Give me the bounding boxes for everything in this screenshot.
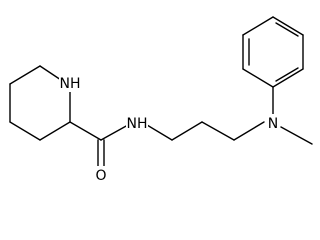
molecule-diagram: NH NH O N [9,16,313,184]
atom-label-carbonyl-o: O [95,168,106,184]
bond-ph3-ph4 [242,16,274,36]
bond-n-methyl [280,126,313,145]
bond-ch2c-n [233,121,265,141]
atom-labels: NH NH O N [59,74,280,184]
atom-label-amine-n: N [268,116,278,132]
bond-ch2a-ch2b [171,121,203,141]
bond-ph6-ph1 [272,68,304,88]
bond-ch2b-ch2c [201,121,235,141]
structure-canvas: NH NH O N [9,16,313,184]
bond-ph1-ph2 [242,68,274,88]
propyl-chain [146,121,265,141]
bond-c2-c3 [9,65,41,85]
bond-amide-n-ch2a [146,124,173,141]
bond-c5-c6 [39,121,71,141]
bond-phenyl-inner-3 [275,67,299,82]
carboxamide-group [69,121,129,167]
bond-phenyl-inner-2 [275,22,299,37]
bond-ph4-ph5 [272,16,304,36]
piperidine-ring [9,65,71,141]
bond-ring-carbonyl [69,121,102,141]
bond-c4-c5 [9,121,41,141]
bond-carbonyl-amide-n [100,124,129,141]
atom-label-amide-nh: NH [127,116,148,132]
atom-label-piperidine-nh: NH [60,76,81,92]
phenyl-ring [242,16,304,115]
